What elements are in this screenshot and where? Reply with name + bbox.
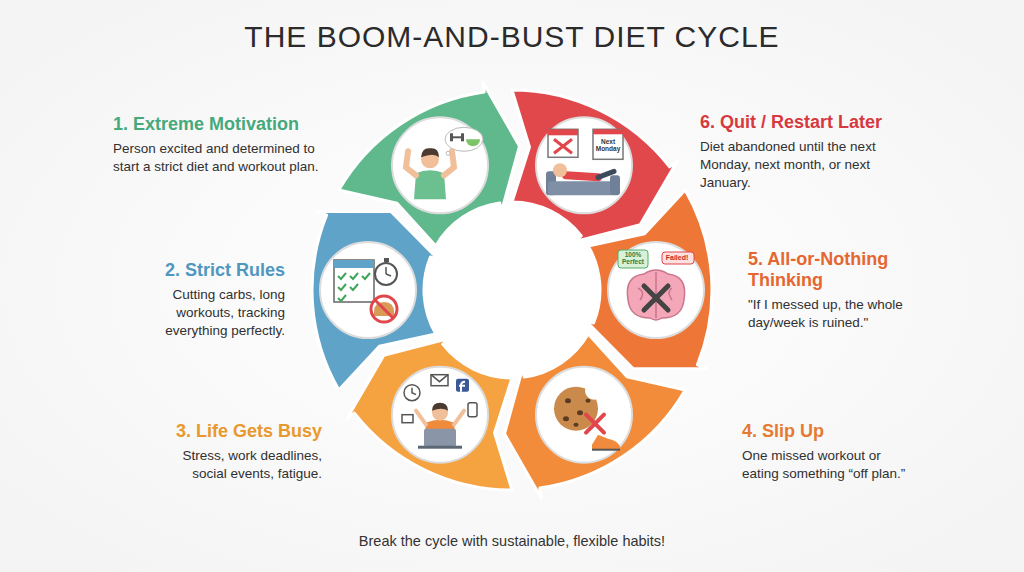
diagram-title: THE BOOM-AND-BUST DIET CYCLE <box>0 20 1024 54</box>
thinking-icon-part <box>638 272 672 318</box>
thinking-icon-part <box>627 270 684 320</box>
stage-description: Person excited and determined to start a… <box>113 140 323 176</box>
busy-icon-part <box>416 411 464 425</box>
quit-icon <box>536 117 632 213</box>
quit-icon-part <box>566 175 598 177</box>
busy-icon-part <box>412 388 416 395</box>
stage-heading: 1. Extreme Motivation <box>113 114 323 136</box>
icon-label: 100% Perfect <box>619 252 647 266</box>
slip-icon-part <box>585 382 603 400</box>
quit-icon-part <box>553 163 567 177</box>
motivation-icon-part <box>445 127 483 151</box>
rules-icon-part <box>385 267 387 274</box>
slip-icon-part <box>577 410 583 415</box>
motivation-icon-part <box>446 151 450 155</box>
stage-heading: 3. Life Gets Busy <box>147 421 322 443</box>
thinking-icon-part <box>644 286 668 310</box>
slip-icon-part <box>565 398 571 403</box>
motivation-icon-part <box>392 117 488 213</box>
busy-icon-part <box>432 403 448 411</box>
busy-icon-part <box>456 379 469 392</box>
busy-icon <box>392 367 488 463</box>
quit-icon-part <box>548 181 614 195</box>
thinking-icon <box>608 242 704 338</box>
cycle-arrow <box>584 190 712 369</box>
stage-block: 6. Quit / Restart LaterDiet abandoned un… <box>700 112 920 191</box>
motivation-icon-part <box>450 133 453 141</box>
slip-icon-part <box>586 415 604 433</box>
rules-icon-part <box>384 258 389 262</box>
icon-label: Next Monday <box>594 139 622 153</box>
slip-icon-part <box>536 367 632 463</box>
stage-description: "If I messed up, the whole day/week is r… <box>748 296 938 332</box>
busy-icon-part <box>431 375 448 382</box>
thinking-icon-part <box>608 242 704 338</box>
rules-icon <box>320 242 416 338</box>
busy-icon-part <box>468 403 477 417</box>
slip-icon-part <box>563 416 569 421</box>
center-disc <box>426 204 598 376</box>
slip-icon-part <box>592 449 620 451</box>
diagram-caption: Break the cycle with sustainable, flexib… <box>0 533 1024 549</box>
quit-icon-part <box>598 171 614 177</box>
stage-block: 4. Slip Up One missed workout or eating s… <box>742 421 917 482</box>
slip-icon <box>536 367 632 463</box>
stage-description: Stress, work deadlines, social events, f… <box>147 447 322 483</box>
busy-icon-part <box>404 385 420 401</box>
stage-block: 3. Life Gets BusyStress, work deadlines,… <box>147 421 322 482</box>
stage-heading: 5. All-or-Nothing Thinking <box>748 249 938 292</box>
busy-icon-part <box>392 367 488 463</box>
stage-block: 1. Extreme MotivationPerson excited and … <box>113 114 323 175</box>
stage-block: 2. Strict RulesCutting carbs, long worko… <box>125 260 285 339</box>
quit-icon-part <box>593 129 623 134</box>
quit-icon-part <box>554 139 572 153</box>
rules-icon-part <box>386 274 391 276</box>
stage-description: Cutting carbs, long workouts, tracking e… <box>125 286 285 339</box>
motivation-icon-part <box>444 151 454 175</box>
stage-heading: 2. Strict Rules <box>125 260 285 282</box>
motivation-icon-part <box>452 136 462 138</box>
busy-icon-part <box>431 375 448 386</box>
quit-icon-part <box>548 129 578 157</box>
busy-icon-part <box>459 382 465 392</box>
rules-icon-part <box>334 260 374 268</box>
slip-icon-part <box>574 423 579 427</box>
rules-icon-part <box>334 260 374 302</box>
rules-icon-part <box>375 300 393 318</box>
thinking-icon-part <box>662 252 694 264</box>
stage-heading: 4. Slip Up <box>742 421 917 443</box>
cycle-arrow <box>312 211 440 390</box>
rules-icon-part <box>320 242 416 338</box>
motivation-icon-part <box>461 133 464 141</box>
thinking-icon-part <box>618 250 648 268</box>
stage-heading: 6. Quit / Restart Later <box>700 112 920 134</box>
rules-icon-part <box>338 273 370 301</box>
quit-icon-part <box>536 117 632 213</box>
motivation-icon-part <box>466 139 480 146</box>
motivation-icon-part <box>421 148 439 157</box>
rules-icon-part <box>371 296 397 322</box>
rules-icon-part <box>375 263 397 285</box>
motivation-icon <box>392 117 488 213</box>
quit-icon-part <box>548 129 578 135</box>
icon-label: Failed! <box>662 254 692 261</box>
slip-icon-part <box>592 435 620 450</box>
stage-description: Diet abandoned until the next Monday, ne… <box>700 138 920 191</box>
busy-icon-part <box>402 415 413 423</box>
slip-icon-part <box>586 399 591 403</box>
cycle-ring <box>312 82 712 498</box>
stage-block: 5. All-or-Nothing Thinking "If I messed u… <box>748 249 938 332</box>
quit-icon-part <box>593 129 623 159</box>
busy-icon-part <box>418 446 462 449</box>
motivation-icon-part <box>406 151 416 175</box>
quit-icon-part <box>610 175 620 195</box>
stage-description: One missed workout or eating something “… <box>742 447 917 483</box>
busy-icon-part <box>424 429 456 447</box>
